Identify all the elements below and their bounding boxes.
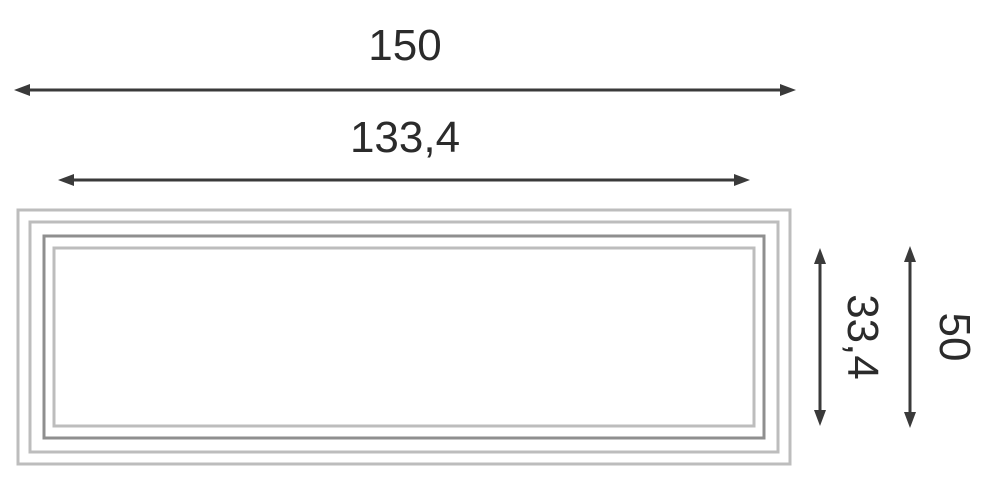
overall-width-arrow-right (780, 84, 796, 96)
overall-height-arrow-bottom (904, 412, 916, 428)
inner-height-arrow-bottom (814, 410, 826, 426)
inner-height-arrow-top (814, 248, 826, 264)
overall-height-arrow-top (904, 246, 916, 262)
inner-height-dimension: 33,4 (814, 248, 887, 426)
overall-height-dimension: 50 (904, 246, 979, 428)
frame-second-edge (28, 220, 780, 454)
overall-width-arrow-left (14, 84, 30, 96)
inner-width-arrow-right (734, 174, 750, 186)
inner-width-arrow-left (58, 174, 74, 186)
frame-outer-edge (16, 208, 792, 466)
inner-width-dimension: 133,4 (58, 113, 750, 186)
overall-width-dimension: 150 (14, 21, 796, 96)
overall-width-label: 150 (368, 21, 441, 70)
frame-inner-panel (52, 246, 756, 428)
inner-height-label: 33,4 (838, 294, 887, 380)
panel-frame (16, 208, 792, 466)
overall-height-label: 50 (930, 313, 979, 362)
frame-inner-dark-edge (42, 234, 766, 440)
inner-width-label: 133,4 (350, 113, 460, 162)
